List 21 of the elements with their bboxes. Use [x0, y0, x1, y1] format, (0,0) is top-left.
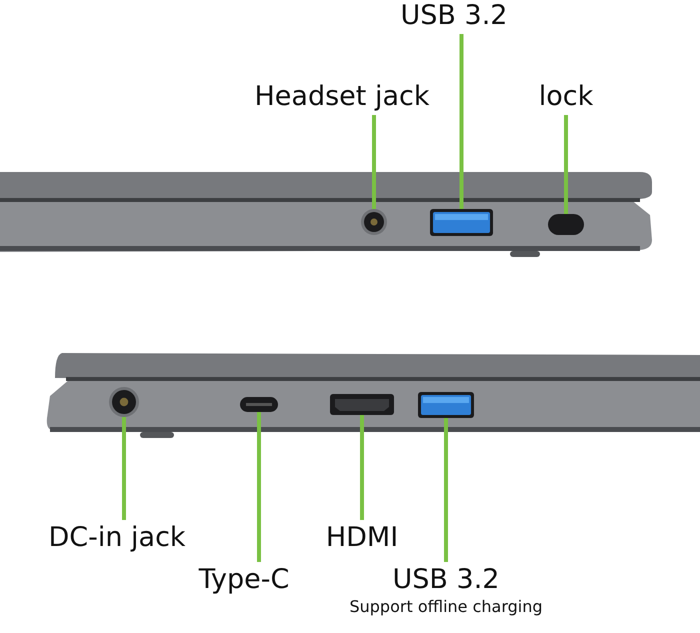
hdmi-port [330, 394, 394, 415]
leader-line [360, 415, 364, 520]
port-label: USB 3.2 [392, 564, 500, 596]
leader-line [460, 34, 464, 209]
port-label: DC-in jack [48, 522, 186, 554]
usb-c-port [240, 397, 278, 412]
audio-jack [109, 387, 139, 417]
port-label: Type-C [198, 564, 290, 596]
leader-line [257, 412, 261, 562]
port-label: lock [538, 81, 594, 113]
port-label: Headset jack [254, 81, 430, 113]
leader-line [122, 417, 126, 520]
leader-line [564, 115, 568, 214]
leader-line [372, 115, 376, 209]
port-label: HDMI [326, 522, 398, 554]
port-label: USB 3.2 [400, 0, 508, 32]
usb-port [430, 209, 493, 236]
port-caption: Support offline charging [349, 596, 543, 618]
leader-line [444, 418, 448, 562]
usb-port [418, 392, 474, 418]
audio-jack [361, 209, 387, 235]
